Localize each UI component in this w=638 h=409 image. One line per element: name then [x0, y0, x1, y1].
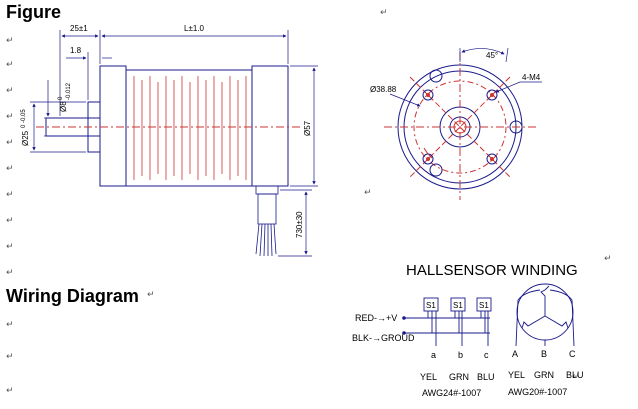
lead-wires: [255, 185, 279, 257]
motor-front-view: [384, 52, 536, 200]
paragraph-mark: ↵: [6, 242, 14, 252]
paragraph-mark: ↵: [6, 216, 14, 226]
hall-sensors: [404, 297, 492, 346]
front-dimensions: [389, 47, 542, 107]
front-flange: [99, 65, 127, 187]
dim-lead-label: 730±30: [295, 211, 304, 238]
wiring-diagram-heading: Wiring Diagram: [6, 286, 139, 306]
sensor-color: YEL: [420, 372, 437, 382]
paragraph-mark: ↵: [572, 372, 580, 382]
winding-color: GRN: [534, 370, 554, 380]
paragraph-mark: ↵: [364, 188, 372, 198]
svg-text:Ø25: Ø25: [21, 130, 30, 146]
phase-letter: b: [458, 350, 463, 360]
paragraph-mark: ↵: [6, 112, 14, 122]
paragraph-mark: ↵: [604, 254, 612, 264]
winding-letter: B: [541, 349, 547, 359]
svg-text:0 -0.05: 0 -0.05: [21, 109, 27, 128]
dim-boss-label: Ø25 0 -0.05: [21, 109, 30, 146]
svg-text:Ø8: Ø8: [59, 101, 68, 112]
rear-cap: [251, 65, 289, 187]
paragraph-mark: ↵: [6, 138, 14, 148]
angle-label: 45°: [486, 51, 498, 60]
paragraph-mark: ↵: [6, 60, 14, 70]
dim-body-label: Ø57: [303, 120, 312, 136]
dim-shaft-label: Ø8 0 -0.012: [58, 82, 72, 112]
motor-winding: [515, 283, 575, 347]
paragraph-mark: ↵: [6, 36, 14, 46]
winding-color: YEL: [508, 370, 525, 380]
dim-step-label: 1.8: [70, 46, 82, 55]
sensor-wire-spec: AWG24#-1007: [422, 388, 481, 398]
sensor-label: S1: [479, 301, 489, 310]
figure-heading: Figure: [6, 2, 62, 22]
paragraph-mark: ↵: [6, 268, 14, 278]
motor-body: [125, 69, 253, 187]
sensor-label: S1: [426, 301, 436, 310]
paragraph-mark: ↵: [6, 386, 14, 396]
phase-letter: c: [484, 350, 489, 360]
side-dimensions: [30, 30, 318, 257]
winding-color: BLU: [566, 370, 584, 380]
red-wire-label: RED-→+V: [355, 313, 397, 323]
blk-wire-label: BLK-→GROUD: [352, 333, 415, 343]
winding-wire-spec: AWG20#-1007: [508, 387, 567, 397]
winding-letter: C: [569, 349, 576, 359]
dim-flange-label: 25±1: [70, 24, 88, 33]
paragraph-mark: ↵: [6, 352, 14, 362]
phase-letter: a: [431, 350, 436, 360]
hallsensor-title: HALLSENSOR WINDING: [406, 262, 578, 279]
motor-side-view: [36, 65, 300, 187]
sensor-label: S1: [453, 301, 463, 310]
paragraph-mark: ↵: [147, 290, 155, 300]
svg-text:-0.012: -0.012: [66, 82, 72, 100]
dim-length-label: L±1.0: [184, 24, 205, 33]
holes-label: 4-M4: [522, 73, 541, 82]
paragraph-mark: ↵: [380, 8, 388, 18]
paragraph-mark: ↵: [6, 164, 14, 174]
body-hatch: [133, 76, 247, 180]
sensor-color: BLU: [477, 372, 495, 382]
paragraph-mark: ↵: [6, 86, 14, 96]
sensor-color: GRN: [449, 372, 469, 382]
svg-text:0: 0: [58, 96, 64, 100]
winding-letter: A: [512, 349, 518, 359]
paragraph-mark: ↵: [6, 320, 14, 330]
paragraph-mark: ↵: [6, 190, 14, 200]
pcd-label: Ø38.88: [370, 85, 397, 94]
